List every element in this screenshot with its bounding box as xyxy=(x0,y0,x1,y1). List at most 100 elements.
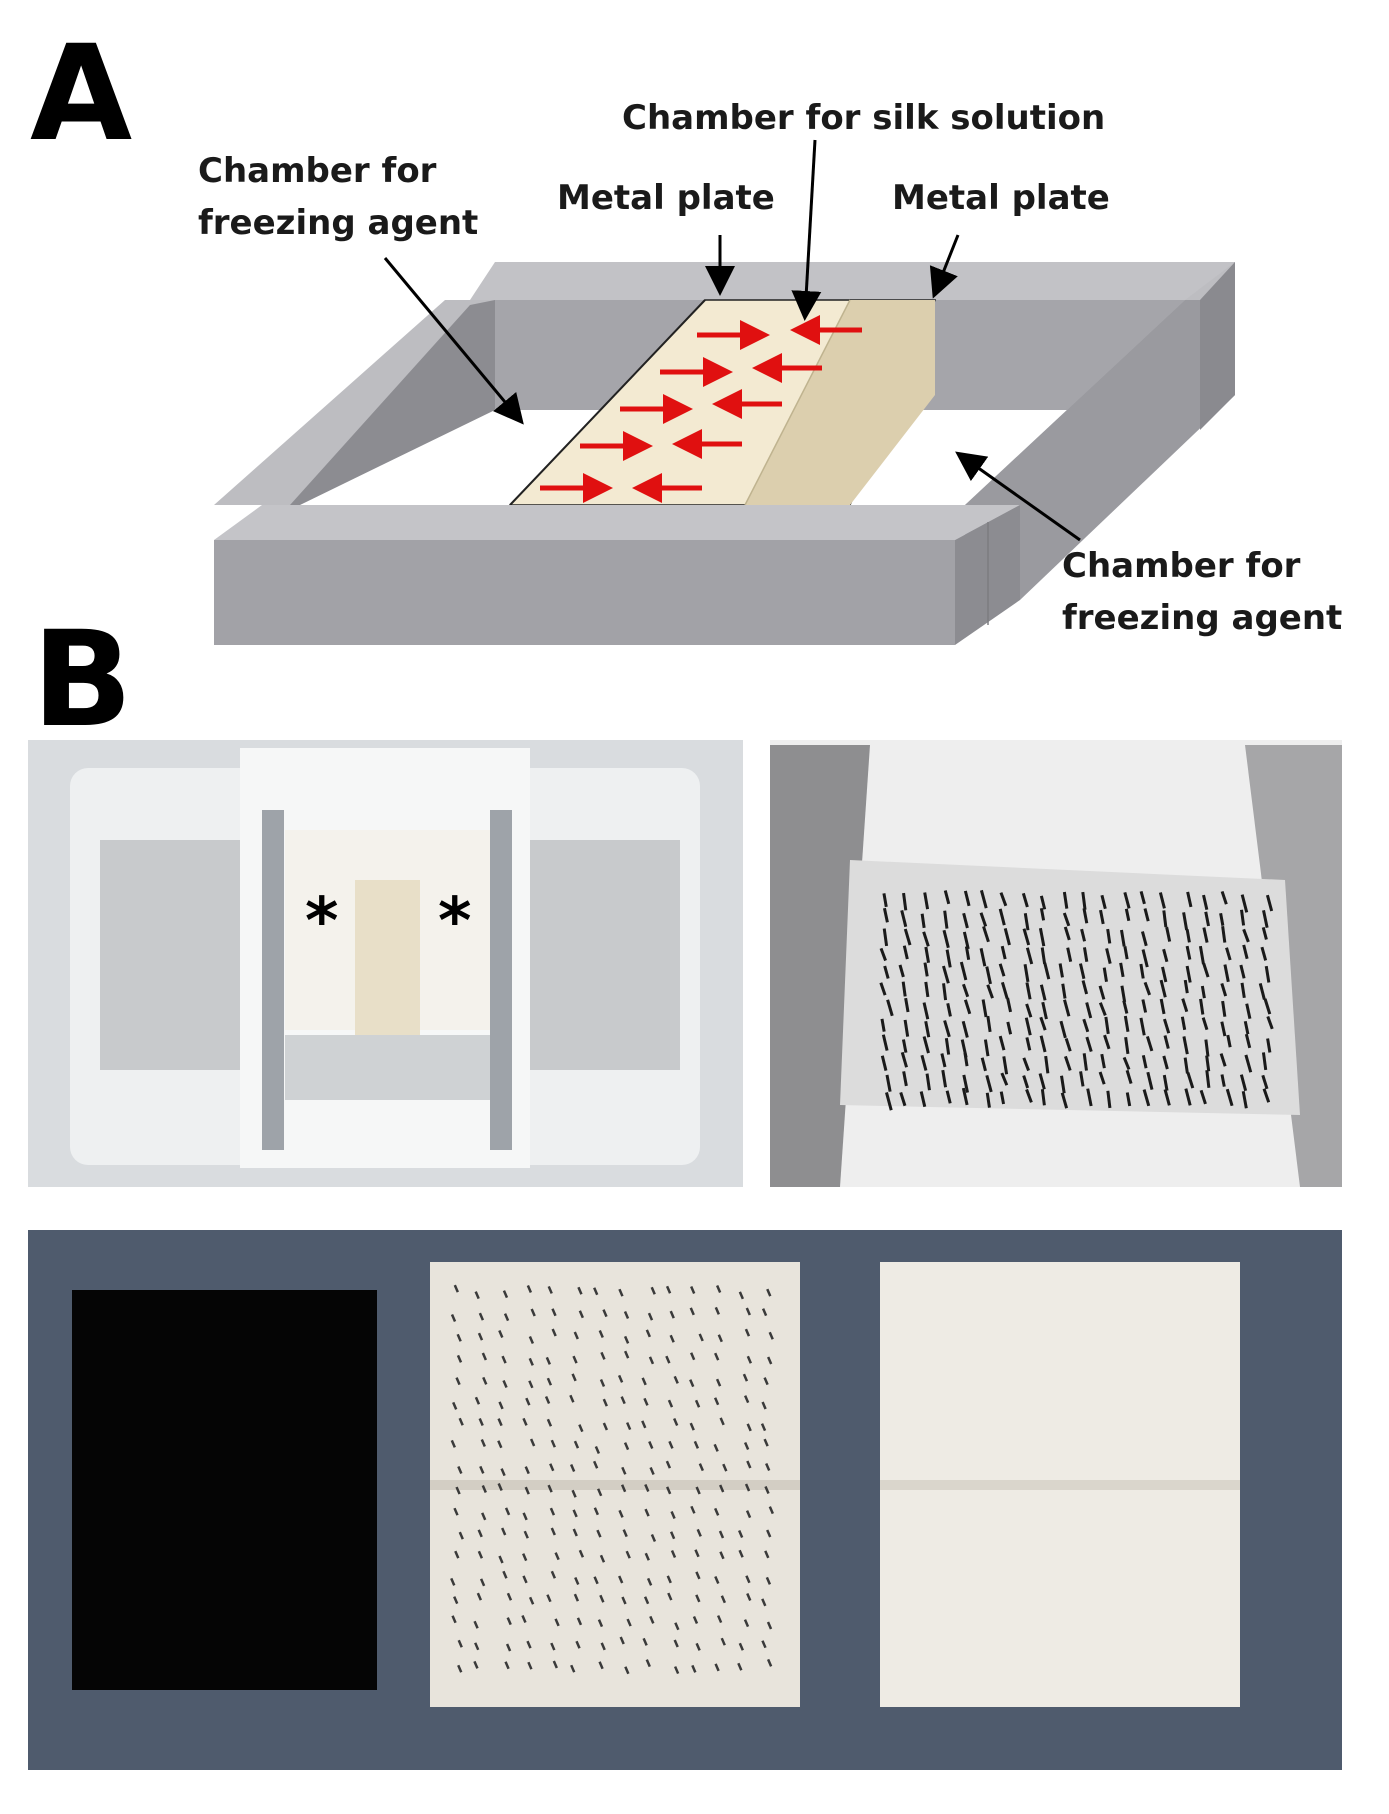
needle-mark xyxy=(626,1422,632,1431)
needle-mark xyxy=(666,1486,672,1495)
needle-mark xyxy=(903,928,912,946)
needle-mark xyxy=(746,1593,752,1601)
needle-mark xyxy=(961,1020,969,1038)
needle-mark xyxy=(714,1663,720,1672)
needle-mark xyxy=(1263,998,1272,1015)
needle-mark xyxy=(599,1594,605,1603)
needle-mark xyxy=(1039,1016,1047,1031)
needle-mark xyxy=(1086,1088,1093,1107)
needle-mark xyxy=(549,1463,555,1472)
needle-mark xyxy=(648,1356,655,1365)
needle-mark xyxy=(719,1417,725,1426)
needle-mark xyxy=(1038,927,1046,947)
needle-mark xyxy=(1000,981,1009,999)
needle-mark xyxy=(745,1575,751,1584)
needle-mark xyxy=(885,1092,893,1111)
needle-mark xyxy=(743,1619,750,1628)
needle-mark xyxy=(766,1658,773,1667)
needle-mark xyxy=(1082,1018,1090,1033)
needle-mark xyxy=(1140,931,1148,947)
needle-mark xyxy=(502,1570,508,1579)
needle-mark xyxy=(879,947,887,962)
needle-mark xyxy=(1025,1088,1033,1103)
needle-mark xyxy=(665,1355,671,1364)
needle-mark xyxy=(455,1377,461,1386)
needle-mark xyxy=(694,1399,701,1408)
needle-mark xyxy=(1022,1057,1030,1072)
needle-mark xyxy=(1225,1088,1234,1107)
needle-mark xyxy=(505,1643,512,1652)
needle-mark xyxy=(623,1335,630,1344)
needle-mark xyxy=(670,1550,677,1559)
needle-mark xyxy=(498,1401,504,1410)
needle-mark xyxy=(1141,1054,1148,1069)
needle-mark xyxy=(1143,981,1152,996)
needle-mark xyxy=(985,1074,993,1093)
needle-mark xyxy=(644,1552,650,1561)
needle-mark xyxy=(964,946,971,960)
needle-mark xyxy=(1262,1088,1271,1103)
needle-mark xyxy=(478,1312,485,1321)
needle-mark xyxy=(1220,1074,1226,1087)
needle-mark xyxy=(1044,1055,1050,1074)
needle-mark xyxy=(1266,1038,1272,1053)
needle-mark xyxy=(643,1596,650,1605)
needle-mark xyxy=(1260,946,1268,961)
needle-mark xyxy=(474,1396,481,1405)
black-plate-sample xyxy=(72,1290,377,1690)
needle-mark xyxy=(497,1418,503,1427)
needle-mark xyxy=(474,1642,480,1651)
needle-mark xyxy=(961,1087,969,1106)
needle-mark xyxy=(691,1664,697,1673)
needle-mark xyxy=(1242,928,1250,943)
needle-mark xyxy=(500,1468,506,1477)
needle-mark xyxy=(1063,926,1071,941)
needle-mark xyxy=(641,1420,647,1429)
needle-mark xyxy=(690,1505,696,1514)
needle-mark xyxy=(602,1422,609,1431)
needle-mark xyxy=(1021,892,1029,908)
needle-mark xyxy=(1205,1055,1211,1072)
needle-mark xyxy=(673,1666,680,1675)
needle-mark xyxy=(1079,1071,1085,1087)
needle-mark xyxy=(502,1290,509,1299)
needle-mark xyxy=(650,1286,656,1295)
needle-mark xyxy=(695,1594,701,1603)
needle-mark xyxy=(620,1396,626,1405)
needle-mark xyxy=(455,1486,461,1495)
needle-mark xyxy=(1125,1069,1133,1084)
needle-mark xyxy=(1261,926,1268,940)
needle-mark xyxy=(1223,964,1230,983)
needle-mark xyxy=(619,1636,625,1645)
needle-mark xyxy=(669,1334,675,1343)
needle-mark xyxy=(574,1577,580,1585)
needle-mark xyxy=(999,1091,1006,1105)
needle-mark xyxy=(979,912,988,927)
needle-mark xyxy=(1099,909,1105,925)
needle-mark xyxy=(478,1417,484,1426)
needle-mark xyxy=(941,1069,948,1088)
needle-mark xyxy=(924,981,930,998)
needle-mark xyxy=(694,1549,700,1558)
needle-mark xyxy=(690,1286,696,1295)
needle-mark xyxy=(766,1288,772,1297)
needle-mark xyxy=(572,1355,578,1364)
needle-mark xyxy=(623,1310,630,1319)
needle-mark xyxy=(572,1528,578,1537)
frame-front-wall-top xyxy=(214,505,1020,540)
needle-mark xyxy=(1085,1036,1093,1052)
needle-mark xyxy=(923,962,929,977)
needle-mark xyxy=(744,1395,750,1404)
needle-mark xyxy=(503,1313,510,1322)
needle-mark xyxy=(479,1578,486,1587)
needle-mark xyxy=(925,1073,931,1091)
needle-mark xyxy=(623,1442,630,1451)
needle-mark xyxy=(458,1531,464,1540)
needle-mark xyxy=(1006,1021,1013,1035)
needle-mark xyxy=(695,1486,701,1495)
needle-mark xyxy=(618,1509,624,1518)
needle-mark xyxy=(1185,945,1192,960)
needle-mark xyxy=(998,908,1006,926)
needle-mark xyxy=(1060,1075,1066,1094)
needle-mark xyxy=(1241,1090,1248,1109)
